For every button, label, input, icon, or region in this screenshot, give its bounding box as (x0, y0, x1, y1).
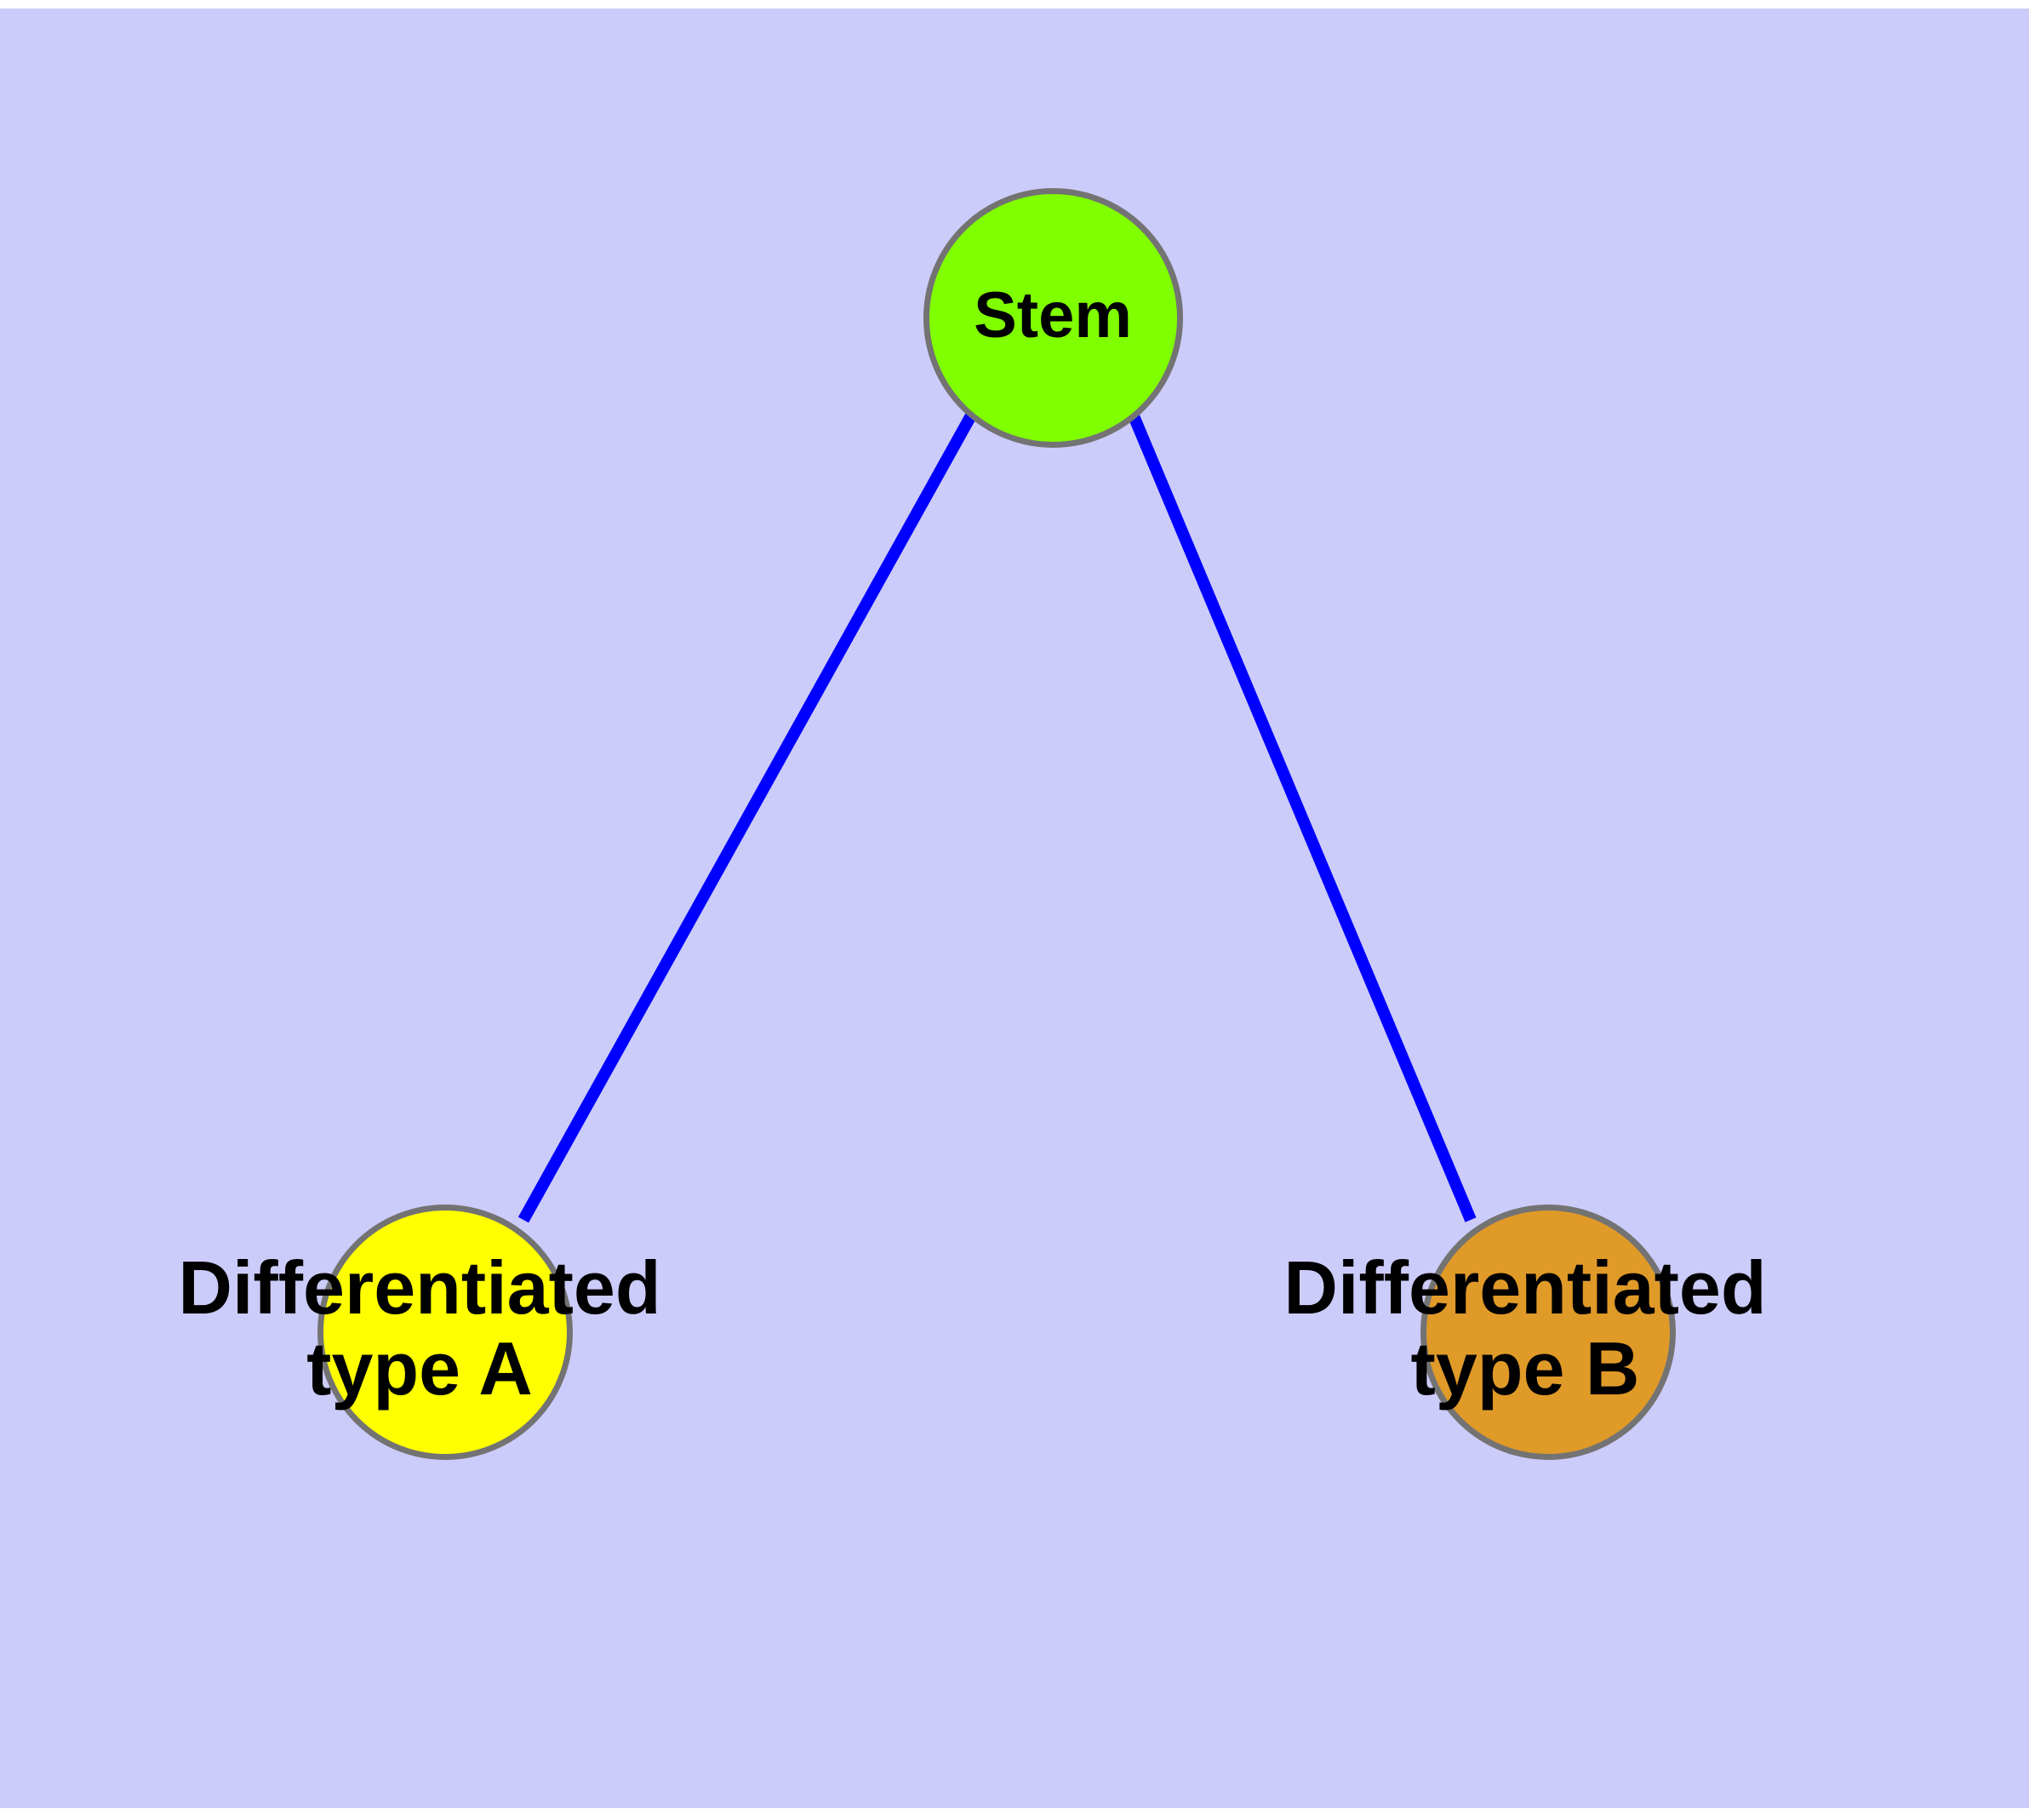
node-stem[interactable] (923, 188, 1183, 448)
node-differentiated-type-a[interactable] (317, 1205, 573, 1460)
node-differentiated-type-b[interactable] (1420, 1205, 1676, 1460)
